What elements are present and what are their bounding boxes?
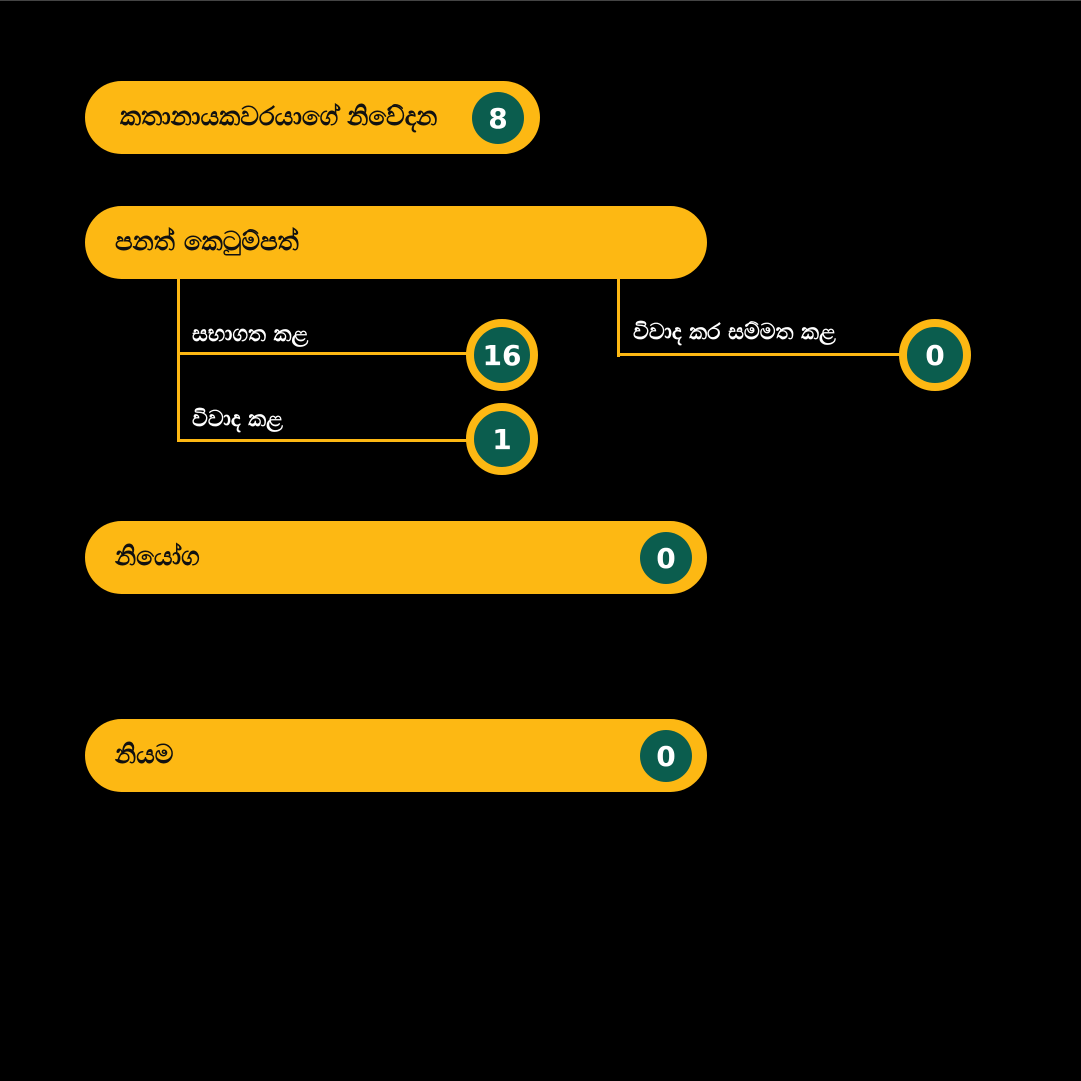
passed-vertical-connector	[617, 279, 620, 357]
regulations-label: නියම	[115, 740, 174, 770]
regulations-pill[interactable]: නියම	[85, 719, 707, 792]
debated-horizontal-connector	[177, 439, 472, 442]
speaker-statements-pill[interactable]: කතානායකවරයාගේ නිවේදන	[85, 81, 540, 154]
passed-horizontal-connector	[617, 353, 905, 356]
speaker-statements-count-badge: 8	[472, 92, 524, 144]
debated-and-passed-label: විවාද කර සම්මත කළ	[633, 320, 836, 345]
regulations-count-badge: 0	[640, 730, 692, 782]
debated-label: විවාද කළ	[192, 407, 283, 432]
presented-count-badge: 16	[466, 319, 538, 391]
presented-horizontal-connector	[177, 352, 472, 355]
debated-and-passed-count-badge: 0	[899, 319, 971, 391]
top-border	[0, 0, 1081, 1]
presented-label: සභාගත කළ	[192, 322, 309, 347]
orders-pill[interactable]: නියෝග	[85, 521, 707, 594]
debated-count-badge: 1	[466, 403, 538, 475]
private-bills-pill[interactable]: පනත් කෙටුම්පත්	[85, 206, 707, 279]
tree-vertical-connector	[177, 279, 180, 442]
orders-count-badge: 0	[640, 532, 692, 584]
speaker-statements-label: කතානායකවරයාගේ නිවේදන	[120, 102, 438, 132]
orders-label: නියෝග	[115, 542, 200, 572]
private-bills-label: පනත් කෙටුම්පත්	[115, 227, 299, 257]
